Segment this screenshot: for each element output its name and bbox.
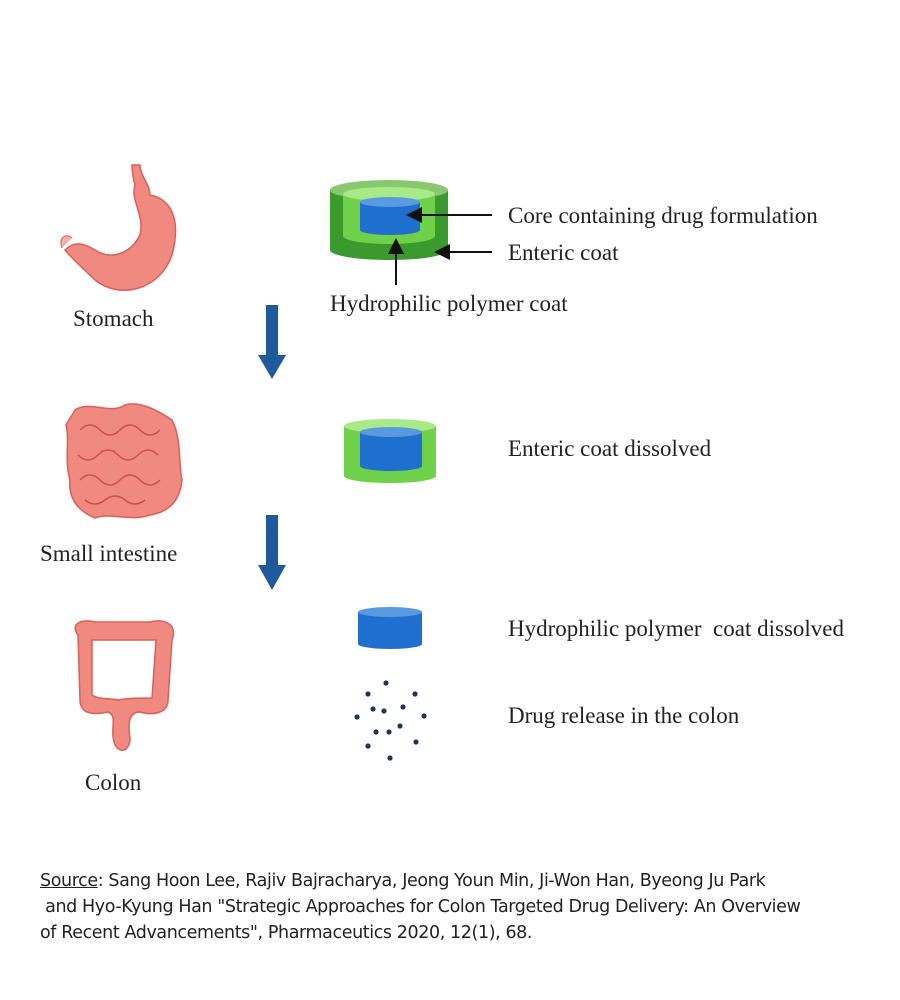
coated-capsule-icon bbox=[330, 180, 492, 285]
drug-particles-icon bbox=[354, 680, 427, 761]
source-line-1: Source: Sang Hoon Lee, Rajiv Bajracharya… bbox=[40, 871, 766, 891]
enteric-coat-label: Enteric coat bbox=[508, 240, 619, 265]
drug-particle bbox=[365, 691, 371, 697]
colon-label: Colon bbox=[85, 770, 142, 795]
drug-particle bbox=[381, 708, 387, 714]
drug-particle bbox=[397, 723, 403, 729]
drug-particle bbox=[370, 706, 376, 712]
drug-particle bbox=[413, 739, 419, 745]
drug-particle bbox=[383, 680, 389, 686]
drug-release-label: Drug release in the colon bbox=[508, 703, 740, 728]
down-arrow-icon bbox=[258, 515, 286, 590]
drug-particle bbox=[421, 713, 427, 719]
source-text: : Sang Hoon Lee, Rajiv Bajracharya, Jeon… bbox=[97, 871, 766, 891]
stomach-icon bbox=[60, 164, 177, 291]
drug-particle bbox=[386, 729, 392, 735]
stomach-label: Stomach bbox=[73, 306, 154, 331]
hydrophilic-dissolved-label: Hydrophilic polymer coat dissolved bbox=[508, 616, 844, 641]
drug-particle bbox=[365, 743, 371, 749]
drug-particle bbox=[354, 714, 360, 720]
enteric-dissolved-label: Enteric coat dissolved bbox=[508, 436, 712, 461]
hydrophilic-coat-label: Hydrophilic polymer coat bbox=[330, 291, 568, 316]
source-prefix: Source bbox=[40, 871, 98, 891]
source-line-3: of Recent Advancements", Pharmaceutics 2… bbox=[40, 923, 533, 943]
down-arrow-icon bbox=[258, 305, 286, 379]
drug-particle bbox=[373, 729, 379, 735]
enteric-dissolved-capsule-icon bbox=[344, 419, 436, 483]
core-label: Core containing drug formulation bbox=[508, 203, 818, 228]
drug-particle bbox=[400, 704, 406, 710]
drug-particle bbox=[412, 691, 418, 697]
small-intestine-label: Small intestine bbox=[40, 541, 178, 566]
drug-particle bbox=[387, 755, 393, 761]
small-intestine-icon bbox=[65, 403, 183, 519]
source-line-2: and Hyo-Kyung Han "Strategic Approaches … bbox=[40, 897, 801, 917]
colon-icon bbox=[74, 620, 175, 751]
drug-core-icon bbox=[358, 607, 422, 649]
